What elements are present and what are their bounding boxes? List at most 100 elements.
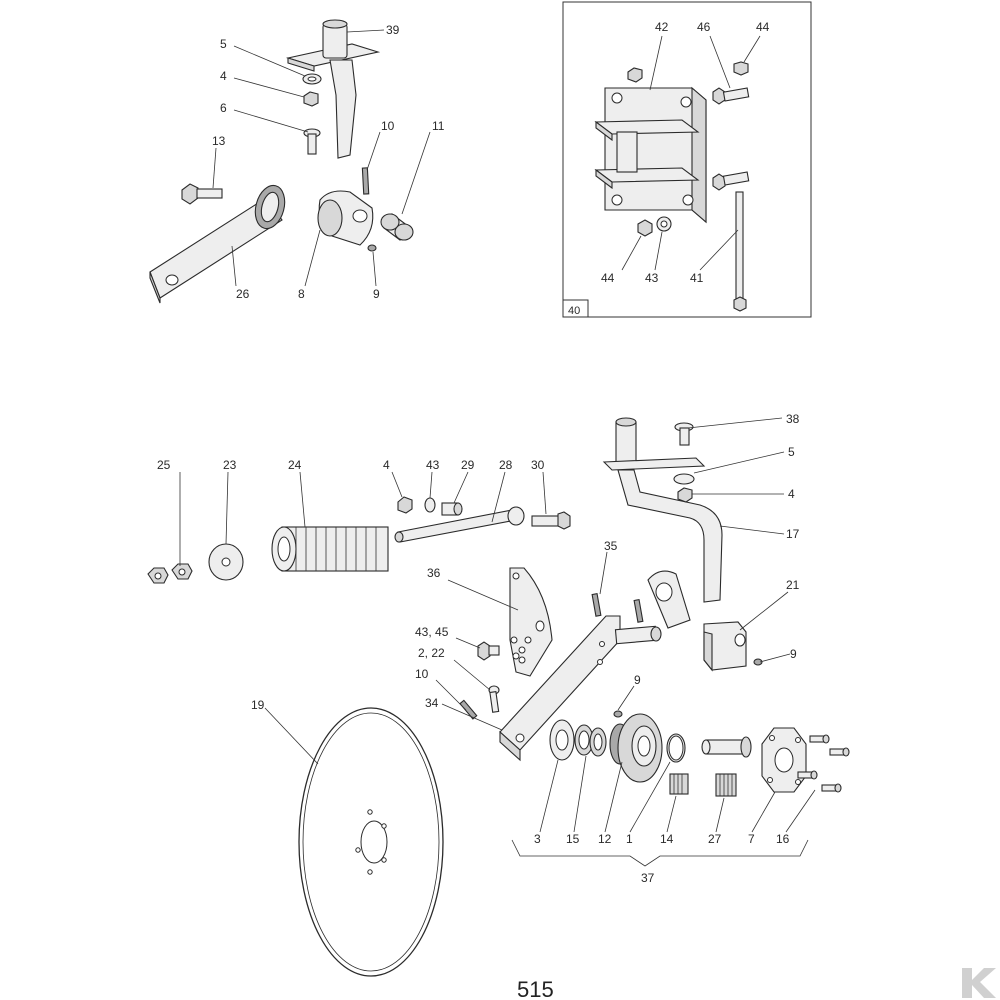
part-26-arm — [149, 184, 286, 304]
part-6-screw — [303, 128, 321, 155]
part-4-nut — [303, 91, 319, 107]
callout-43-rod: 43 — [426, 458, 440, 472]
part-12-hub — [609, 713, 663, 783]
part-34-arm — [499, 615, 662, 762]
part-19-disc — [298, 707, 444, 977]
part-36-plate — [509, 567, 553, 677]
callout-19: 19 — [251, 698, 265, 712]
top-left-assembly — [149, 19, 414, 304]
part-43-washer — [656, 216, 672, 232]
callout-15: 15 — [566, 832, 580, 846]
part-44-nut-top — [733, 61, 749, 76]
part-29-bushing — [441, 502, 463, 516]
callout-13: 13 — [212, 134, 226, 148]
callout-14: 14 — [660, 832, 674, 846]
callout-10-lower: 10 — [415, 667, 429, 681]
callout-9-clamp: 9 — [790, 647, 797, 661]
callout-41: 41 — [690, 271, 704, 285]
part-14-bearing — [669, 773, 689, 795]
callout-4: 4 — [220, 69, 227, 83]
brand-logo-icon — [950, 964, 996, 998]
part-23-washer — [208, 543, 244, 581]
inset-label: 40 — [568, 305, 580, 317]
callout-34: 34 — [425, 696, 439, 710]
callout-44-lower: 44 — [601, 271, 615, 285]
callout-9-hub: 9 — [634, 673, 641, 687]
callout-35: 35 — [604, 539, 618, 553]
part-42-frame — [594, 67, 707, 224]
group-37-bracket — [511, 839, 809, 867]
callout-labels: 39 5 4 6 10 11 13 26 8 9 42 46 44 44 43 … — [157, 20, 800, 885]
part-shaft — [701, 736, 752, 758]
callout-43-45: 43, 45 — [415, 625, 449, 639]
part-4-nut-lower — [677, 487, 693, 503]
callout-17: 17 — [786, 527, 800, 541]
callout-16: 16 — [776, 832, 790, 846]
part-10-pin-lower — [459, 699, 478, 720]
callout-8: 8 — [298, 287, 305, 301]
callout-26: 26 — [236, 287, 250, 301]
part-11-sleeve — [380, 213, 414, 241]
part-25-nuts — [147, 563, 193, 584]
callout-11: 11 — [432, 119, 445, 133]
inset-box: 40 — [562, 1, 812, 318]
part-15-ring-b — [589, 727, 607, 757]
callout-21: 21 — [786, 578, 800, 592]
callout-42: 42 — [655, 20, 669, 34]
callout-4-lower: 4 — [788, 487, 795, 501]
callout-44: 44 — [756, 20, 770, 34]
part-35-pin-2 — [633, 599, 644, 623]
callout-43: 43 — [645, 271, 659, 285]
callout-23: 23 — [223, 458, 237, 472]
callout-12: 12 — [598, 832, 612, 846]
callout-46: 46 — [697, 20, 711, 34]
part-17-bracket — [602, 417, 723, 603]
callout-25: 25 — [157, 458, 171, 472]
part-43-45-bolt — [477, 641, 500, 661]
part-7-cap — [761, 727, 807, 793]
callout-30: 30 — [531, 458, 545, 472]
part-27-bearing — [715, 773, 737, 797]
callout-3: 3 — [534, 832, 541, 846]
part-38-bolt — [674, 422, 694, 446]
part-35-pin — [591, 593, 602, 617]
callout-5: 5 — [220, 37, 227, 51]
part-28-rod — [394, 506, 525, 543]
part-9-screw-clamp — [753, 658, 763, 666]
part-9-screw-hub — [613, 710, 623, 718]
callout-29: 29 — [461, 458, 475, 472]
callout-5-lower: 5 — [788, 445, 795, 459]
part-13-bolt — [181, 183, 223, 205]
part-39-bracket — [285, 19, 381, 159]
part-21-clamp — [647, 570, 747, 672]
part-2-22-screw — [488, 685, 500, 713]
callout-27: 27 — [708, 832, 722, 846]
part-3-seal — [549, 719, 575, 761]
part-43-washer-rod — [424, 497, 436, 513]
part-46-bolt-lower — [712, 171, 750, 191]
callout-24: 24 — [288, 458, 302, 472]
part-41-long-bolt — [733, 191, 747, 312]
callout-38: 38 — [786, 412, 800, 426]
part-30-bolt — [531, 511, 571, 530]
part-46-bolt-upper — [712, 87, 750, 105]
callout-9: 9 — [373, 287, 380, 301]
callout-10: 10 — [381, 119, 395, 133]
callout-7: 7 — [748, 832, 755, 846]
part-9-screw — [367, 244, 377, 252]
page-number: 515 — [517, 977, 554, 1000]
part-24-spring — [271, 526, 389, 572]
callout-1: 1 — [626, 832, 633, 846]
callout-39: 39 — [386, 23, 400, 37]
callout-37: 37 — [641, 871, 655, 885]
callout-6: 6 — [220, 101, 227, 115]
callout-28: 28 — [499, 458, 513, 472]
callout-4-rod: 4 — [383, 458, 390, 472]
bottom-assembly — [147, 417, 850, 977]
leader-lines — [179, 29, 816, 833]
part-1-ring — [666, 733, 686, 763]
part-44-nut-bottom — [637, 219, 653, 237]
part-10-pin — [361, 167, 370, 195]
part-4-nut-rod — [397, 496, 413, 514]
